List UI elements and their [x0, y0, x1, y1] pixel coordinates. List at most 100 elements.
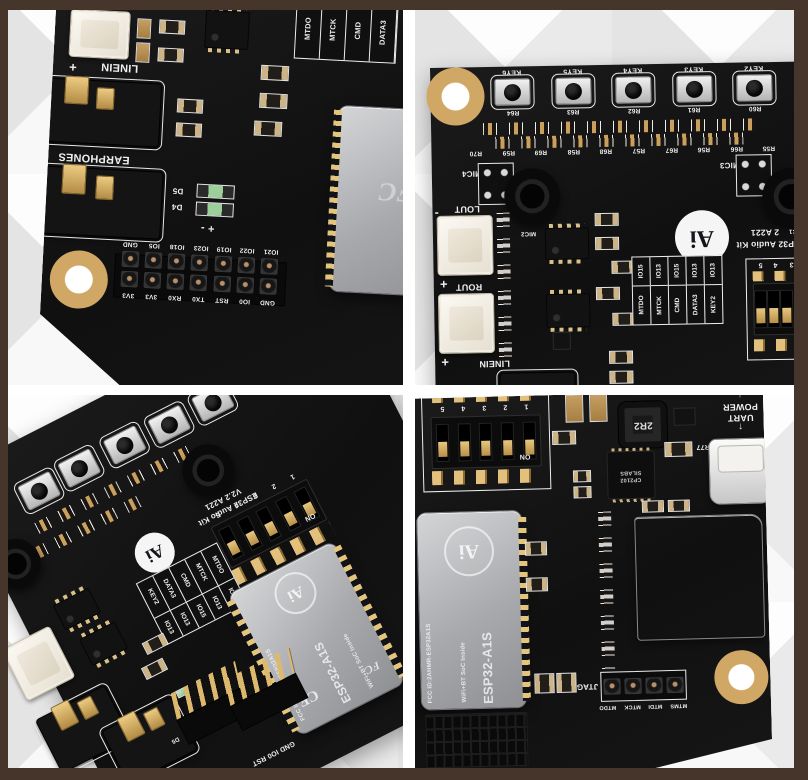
- arrow-up: ↑: [717, 395, 763, 401]
- key-button: [52, 442, 107, 495]
- led-d5-label: D5: [172, 186, 184, 196]
- pin-socket: [143, 271, 161, 288]
- linein-plus-mark: +: [68, 59, 78, 76]
- power-inductor: 2R2: [617, 400, 668, 449]
- jack-contact: [95, 175, 114, 200]
- resistor: [573, 470, 591, 482]
- pin-socket: [238, 256, 256, 273]
- dip-slider: [754, 290, 768, 329]
- module-fcc-logo: FC: [378, 177, 403, 208]
- chip-brand: SILABS: [620, 468, 642, 476]
- key-button: [12, 464, 67, 518]
- esp32-module-partial: FC: [329, 105, 403, 299]
- amplifier-chip: [545, 293, 591, 329]
- dip-slider: [501, 422, 515, 460]
- cp2102-chip: SILABS CP2102: [606, 450, 655, 499]
- dip-gold-pads: [752, 270, 794, 282]
- jack-contact: [96, 87, 115, 110]
- pin-socket: [261, 258, 279, 275]
- resistor: [642, 500, 664, 513]
- key-button: [671, 70, 717, 107]
- key-button: [550, 73, 596, 109]
- resistor: [141, 632, 169, 656]
- jtag-label: JTAG: [576, 681, 599, 692]
- pcb-top-right: KEY6 R64 KEY5 R63 KEY4 R62 KEY3 R61 KEY2: [426, 60, 794, 385]
- module-ai-logo: Ai: [443, 526, 494, 577]
- pin-socket: [121, 250, 139, 267]
- resistor: [259, 93, 288, 109]
- microphone-partial: [8, 530, 50, 598]
- mounting-hole: [714, 649, 769, 704]
- dip-slider: [479, 423, 493, 461]
- io-signal-table-partial: MTDO MTCK CMD DATA3: [294, 10, 399, 64]
- dip-slider: [436, 424, 450, 462]
- resistor: [175, 122, 202, 137]
- pin-socket: [260, 278, 278, 295]
- rout-plus-mark: +: [441, 354, 450, 370]
- jack-contact: [142, 706, 166, 732]
- inductor-value: 2R2: [633, 419, 653, 431]
- pin-socket: [666, 677, 683, 693]
- pin-socket: [168, 253, 186, 270]
- pin-socket: [120, 270, 138, 287]
- linein-jst-connector: [68, 10, 130, 60]
- key-button: [185, 395, 240, 429]
- key-buttons-row: KEY6 R64 KEY5 R63 KEY4 R62 KEY3 R61 KEY2: [490, 64, 777, 116]
- capacitor: [137, 18, 152, 39]
- resistor: [552, 430, 576, 445]
- pin-socket: [645, 677, 662, 693]
- resistor: [525, 541, 547, 556]
- board-title-partial: 2 A221 P32 Audio Kit: [736, 227, 794, 250]
- module-castellated-pins: [333, 544, 403, 679]
- resistor: [177, 98, 204, 113]
- resistor: [594, 236, 620, 251]
- capacitor: [589, 395, 608, 422]
- pin-socket: [191, 254, 209, 271]
- esp32-module: Ai FCC ID:2AHMR-ESP32A1S WiFi+BT SoC Ins…: [416, 510, 527, 711]
- jack-contact: [76, 695, 100, 721]
- photo-top-right: KEY6 R64 KEY5 R63 KEY4 R62 KEY3 R61 KEY2: [415, 10, 794, 385]
- pcb-top-left: + LINEIN EARPHONES: [36, 10, 403, 385]
- jack-contact: [61, 164, 87, 195]
- key-button: [97, 418, 152, 472]
- rout-jst-connector: [437, 292, 495, 354]
- module-castellated-pins: [325, 110, 342, 287]
- passives-column: [496, 212, 513, 363]
- module-fcc-logo: FC: [362, 658, 382, 677]
- divider-horizontal: [8, 385, 794, 395]
- resistor: [595, 286, 621, 301]
- jtag-header: [600, 670, 687, 702]
- sot23-transistor: [673, 407, 695, 426]
- lout-plus-mark: +: [439, 276, 448, 292]
- pin-socket: [144, 251, 162, 268]
- resistor: [526, 577, 548, 592]
- pin-socket: [213, 275, 231, 292]
- mounting-hole: [48, 249, 109, 310]
- module-fcc-id: FCC ID:2AHMR-ESP32A1S: [425, 623, 434, 704]
- resistor: [608, 350, 634, 364]
- amplifier-chip: [544, 227, 590, 261]
- linein-label: LINEIN: [100, 60, 139, 75]
- resistor: [254, 120, 283, 136]
- pin-socket: [214, 255, 232, 272]
- jack-contact: [116, 710, 146, 743]
- resistor: [668, 499, 690, 512]
- chip-model: CP2102: [620, 476, 642, 483]
- resistor: [609, 370, 634, 384]
- power-label: POWER: [722, 401, 758, 413]
- linein-audio-jack-partial: [496, 368, 579, 385]
- resistor: [140, 657, 169, 681]
- pin-socket: [603, 678, 620, 694]
- led-d4-label: D4: [171, 202, 183, 212]
- resistor: [573, 486, 591, 498]
- module-wifi-text: WiFi+BT SoC Inside: [460, 641, 468, 703]
- amplifier-chip: [52, 587, 102, 631]
- dip-slider: [458, 423, 472, 461]
- pin-socket: [237, 276, 255, 293]
- pad: [534, 673, 555, 694]
- amplifier-chip: [78, 621, 129, 667]
